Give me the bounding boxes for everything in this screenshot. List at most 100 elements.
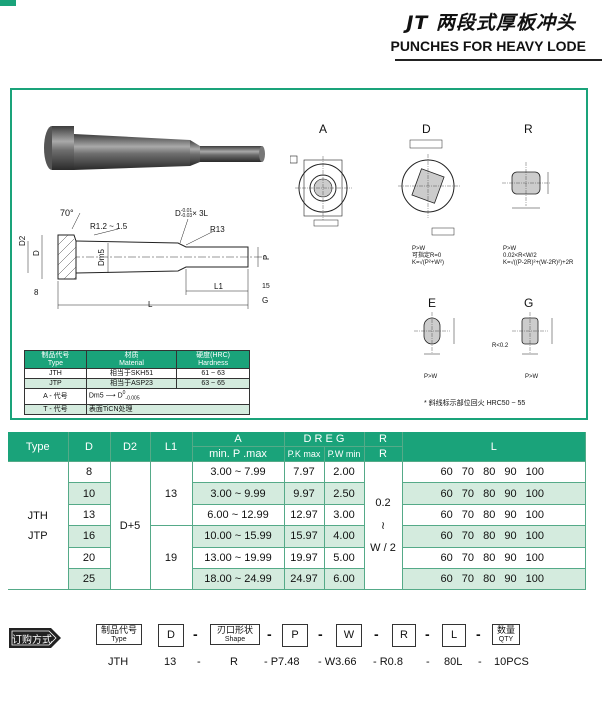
view-label-a: A xyxy=(319,122,328,136)
view-label-r: R xyxy=(524,122,533,136)
punch-illustration xyxy=(44,126,265,170)
order-dash: - xyxy=(476,626,481,642)
cell-pk: 7.97 xyxy=(284,461,325,484)
cell-pw: 6.00 xyxy=(324,568,365,591)
cell-a: 13.00 ~ 19.99 xyxy=(192,547,285,569)
cell-l1: 13 xyxy=(150,461,193,527)
dim-d2: D2 xyxy=(18,235,27,246)
cell-a: 6.00 ~ 12.99 xyxy=(192,504,285,527)
view-label-g: G xyxy=(524,296,534,310)
note-r: P>W 0.02<R<W/2 K=√((P-2R)²+(W-2R)²)+2R xyxy=(503,246,574,266)
spec-table: Type D D2 L1 A D R E G R L min. P .max P… xyxy=(8,432,586,591)
cell-pw: 2.00 xyxy=(324,461,365,484)
order-dash: - xyxy=(374,626,379,642)
cell-d: 8 xyxy=(68,461,111,484)
cell-a: 18.00 ~ 24.99 xyxy=(192,568,285,591)
col-a: A xyxy=(192,432,285,447)
cell-pk: 15.97 xyxy=(284,525,325,548)
cell-a: 3.00 ~ 7.99 xyxy=(192,461,285,484)
cell-d: 20 xyxy=(68,547,111,569)
order-badge-label: 订购方式 xyxy=(12,635,52,646)
example-dash: - xyxy=(426,656,430,668)
col-l1: L1 xyxy=(150,432,193,462)
note-d: P>W 可指定R=0 K=√(P²+W²) xyxy=(412,246,444,266)
example-type: JTH xyxy=(108,656,129,668)
note-hrc: * 斜线标示部位回火 HRC50 ~ 55 xyxy=(424,400,526,407)
col-pw: P.W min xyxy=(324,446,365,462)
cell-d2: D+5 xyxy=(110,461,151,591)
cell-d: 10 xyxy=(68,482,111,505)
dim-8: 8 xyxy=(34,288,39,297)
mat-cell: 61 ~ 63 xyxy=(176,368,250,379)
order-dash: - xyxy=(318,626,323,642)
dim-r13: R13 xyxy=(210,225,225,234)
view-label-e: E xyxy=(428,296,437,310)
dim-radius: R1.2 ~ 1.5 xyxy=(90,222,128,231)
col-a-sub: min. P .max xyxy=(192,446,285,462)
example-l: 80L xyxy=(444,656,463,668)
corner-tab xyxy=(0,0,16,6)
cell-l: 60 70 80 90 100 xyxy=(402,547,586,569)
dim-15: 15 xyxy=(262,283,270,290)
mat-cell: JTP xyxy=(24,378,87,389)
cell-d: 16 xyxy=(68,525,111,548)
table-row: 20 13.00 ~ 19.99 19.97 5.00 60 70 80 90 … xyxy=(8,547,586,569)
order-field-r: R xyxy=(392,624,416,647)
cell-pw: 5.00 xyxy=(324,547,365,569)
mat-t-code-label: T - 代号 xyxy=(24,403,87,415)
col-r: R xyxy=(364,432,403,447)
order-dash: - xyxy=(425,626,430,642)
order-badge xyxy=(9,628,61,648)
mat-cell: 63 ~ 65 xyxy=(176,378,250,389)
table-row: 16 19 10.00 ~ 15.99 15.97 4.00 60 70 80 … xyxy=(8,525,586,591)
mat-t-code-value: 表面TiCN处理 xyxy=(85,403,251,415)
cell-pw: 3.00 xyxy=(324,504,365,527)
cell-pw: 4.00 xyxy=(324,525,365,548)
cell-l: 60 70 80 90 100 xyxy=(402,568,586,591)
cell-d: 25 xyxy=(68,568,111,591)
col-type: Type xyxy=(8,432,69,462)
dim-d-tolerance: D-0.01-0.03× 3L xyxy=(175,208,208,219)
dim-l: L xyxy=(148,300,153,309)
dim-dm5: Dm5 xyxy=(97,249,106,266)
order-field-d: D xyxy=(158,624,184,647)
order-field-w: W xyxy=(336,624,362,647)
order-field-p: P xyxy=(282,624,308,647)
cell-l1: 19 xyxy=(150,525,193,591)
dim-d: D xyxy=(32,250,41,256)
example-w: - W3.66 xyxy=(318,656,357,668)
title-underline xyxy=(395,59,602,61)
order-dash: - xyxy=(193,626,198,642)
table-row: 10 3.00 ~ 9.99 9.97 2.50 60 70 80 90 100 xyxy=(8,482,586,505)
cell-a: 10.00 ~ 15.99 xyxy=(192,525,285,548)
cell-r: 0.2≀W / 2 xyxy=(364,461,403,591)
cell-pw: 2.50 xyxy=(324,482,365,505)
page-title-en: PUNCHES FOR HEAVY LODE xyxy=(390,38,586,54)
dim-g: G xyxy=(262,296,269,305)
cell-l: 60 70 80 90 100 xyxy=(402,504,586,527)
table-row: 25 18.00 ~ 24.99 24.97 6.00 60 70 80 90 … xyxy=(8,568,586,591)
cell-d: 13 xyxy=(68,504,111,527)
example-p: - P7.48 xyxy=(264,656,300,668)
example-shape: R xyxy=(230,656,238,668)
view-e-drawing xyxy=(414,312,455,355)
col-d2: D2 xyxy=(110,432,151,462)
col-r-sub: R xyxy=(364,446,403,462)
cell-pk: 19.97 xyxy=(284,547,325,569)
example-dash: - xyxy=(197,656,201,668)
note-g: P>W xyxy=(525,374,539,380)
view-g-drawing xyxy=(512,312,553,355)
cell-l: 60 70 80 90 100 xyxy=(402,525,586,548)
cell-pk: 9.97 xyxy=(284,482,325,505)
cell-l: 60 70 80 90 100 xyxy=(402,482,586,505)
order-field-l: L xyxy=(442,624,466,647)
example-dash: - xyxy=(478,656,482,668)
